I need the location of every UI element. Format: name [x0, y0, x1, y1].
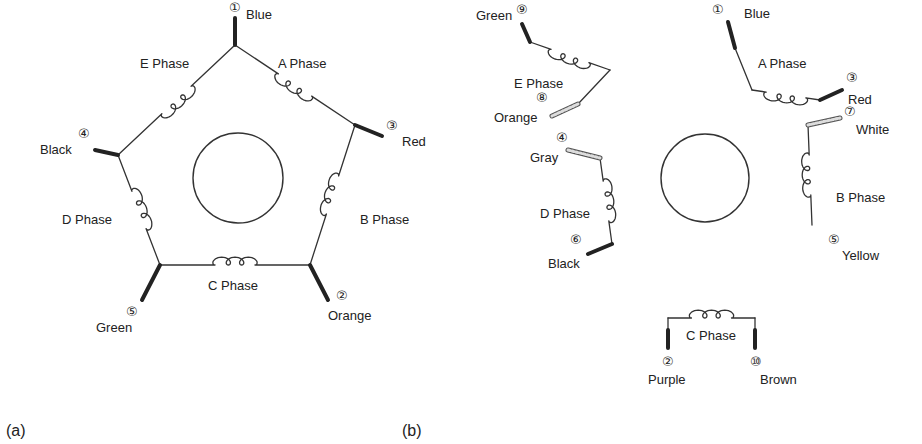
- callout-number: ④: [556, 130, 568, 145]
- wire-color: Black: [40, 142, 72, 157]
- wire-color: Red: [402, 134, 426, 149]
- phase-coil: [668, 310, 755, 318]
- lead-wire: [310, 265, 328, 300]
- callout-number: ③: [386, 118, 398, 133]
- lead-wire: [552, 104, 578, 116]
- lead-wire: [588, 244, 612, 254]
- phase-label: D Phase: [62, 212, 112, 227]
- lead-wire: [142, 265, 160, 300]
- wire-color: Blue: [246, 7, 272, 22]
- wire-color: Gray: [530, 150, 558, 165]
- lead-wire: [95, 150, 118, 155]
- phase-label: E Phase: [514, 76, 563, 91]
- wire: [578, 70, 610, 104]
- lead-wire: [522, 24, 530, 42]
- wire-color: Green: [96, 320, 132, 335]
- phase-coil: [118, 45, 235, 155]
- phase-coil: [530, 42, 610, 70]
- phase-label: E Phase: [140, 56, 189, 71]
- lead-wire: [233, 18, 237, 45]
- callout-number: ⑦: [844, 104, 856, 119]
- phase-coil: [752, 90, 820, 105]
- lead-wire: [552, 104, 578, 116]
- lead-wire: [355, 125, 382, 136]
- wire-color: Blue: [744, 6, 770, 21]
- callout-number: ⑥: [570, 232, 582, 247]
- wire-color: Purple: [648, 372, 686, 387]
- lead-wire: [728, 22, 735, 48]
- callout-number: ②: [662, 354, 674, 369]
- wire-color: White: [856, 122, 889, 137]
- callout-number: ②: [336, 288, 348, 303]
- callout-number: ①: [712, 2, 724, 17]
- callout-number: ④: [78, 126, 90, 141]
- callout-number: ⑧: [536, 90, 548, 105]
- rotor-circle: [193, 133, 283, 223]
- figure-label: (a): [6, 422, 26, 440]
- phase-label: B Phase: [836, 190, 885, 205]
- wire-color: Black: [548, 256, 580, 271]
- lead-wire: [808, 118, 840, 125]
- wire-color: Brown: [760, 372, 797, 387]
- callout-number: ⑤: [828, 232, 840, 247]
- lead-wire: [753, 330, 757, 348]
- wire-color: Orange: [494, 110, 537, 125]
- rotor-circle: [661, 134, 749, 222]
- lead-wire: [808, 118, 840, 125]
- callout-number: ⑤: [126, 304, 138, 319]
- wire-color: Yellow: [842, 248, 879, 263]
- phase-coil: [118, 155, 160, 265]
- phase-coil: [310, 125, 355, 265]
- lead-wire: [568, 150, 600, 158]
- phase-coil: [235, 45, 355, 125]
- phase-label: B Phase: [360, 212, 409, 227]
- wire-color: Orange: [328, 308, 371, 323]
- phase-label: A Phase: [758, 56, 806, 71]
- phase-label: C Phase: [208, 278, 258, 293]
- callout-number: ③: [846, 70, 858, 85]
- phase-label: A Phase: [278, 56, 326, 71]
- phase-label: D Phase: [540, 206, 590, 221]
- phase-coil: [802, 125, 812, 225]
- callout-number: ⑨: [516, 2, 528, 17]
- wire-color: Green: [476, 8, 512, 23]
- lead-wire: [568, 150, 600, 158]
- phase-coil: [600, 158, 616, 244]
- callout-number: ①: [229, 0, 241, 15]
- wire: [735, 48, 752, 90]
- figure-label: (b): [402, 422, 422, 440]
- lead-wire: [820, 90, 842, 100]
- callout-number: ⑩: [750, 354, 762, 369]
- lead-wire: [666, 330, 670, 348]
- phase-coil: [160, 257, 310, 265]
- phase-label: C Phase: [686, 328, 736, 343]
